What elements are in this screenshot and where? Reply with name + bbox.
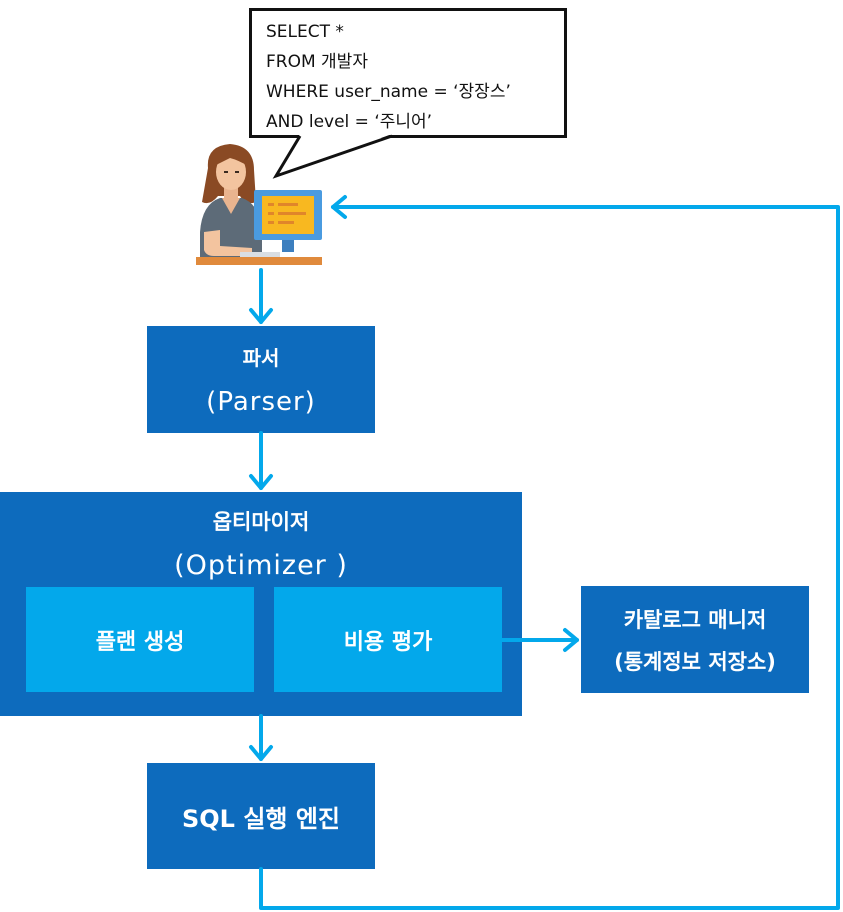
catalog-manager-subtitle: (통계정보 저장소) bbox=[614, 649, 776, 674]
query-line-from: FROM 개발자 bbox=[266, 52, 368, 72]
parser-box: 파서 (Parser) bbox=[147, 326, 375, 433]
developer-at-computer-icon bbox=[196, 144, 322, 265]
optimizer-title: 옵티마이저 bbox=[212, 510, 310, 534]
speech-bubble-tail bbox=[272, 134, 393, 179]
query-line-select: SELECT * bbox=[266, 22, 344, 42]
sql-query-speech-bubble: SELECT * FROM 개발자 WHERE user_name = ‘장장스… bbox=[249, 8, 567, 138]
optimizer-subtitle: (Optimizer ) bbox=[174, 550, 348, 581]
arrow-user-to-parser bbox=[249, 268, 273, 324]
catalog-manager-box: 카탈로그 매니저 (통계정보 저장소) bbox=[581, 586, 809, 693]
parser-subtitle: (Parser) bbox=[206, 387, 316, 417]
sql-engine-box: SQL 실행 엔진 bbox=[147, 763, 375, 869]
arrow-optimizer-to-engine bbox=[249, 714, 273, 761]
cost-evaluation-box: 비용 평가 bbox=[274, 587, 502, 692]
arrow-engine-to-user bbox=[259, 195, 840, 910]
parser-title: 파서 bbox=[242, 346, 280, 370]
catalog-manager-title: 카탈로그 매니저 bbox=[623, 607, 767, 632]
arrow-parser-to-optimizer bbox=[249, 431, 273, 490]
query-line-and: AND level = ‘주니어’ bbox=[266, 112, 433, 132]
plan-generation-box: 플랜 생성 bbox=[26, 587, 254, 692]
arrow-cost-to-catalog bbox=[500, 628, 579, 652]
query-line-where: WHERE user_name = ‘장장스’ bbox=[266, 82, 511, 102]
